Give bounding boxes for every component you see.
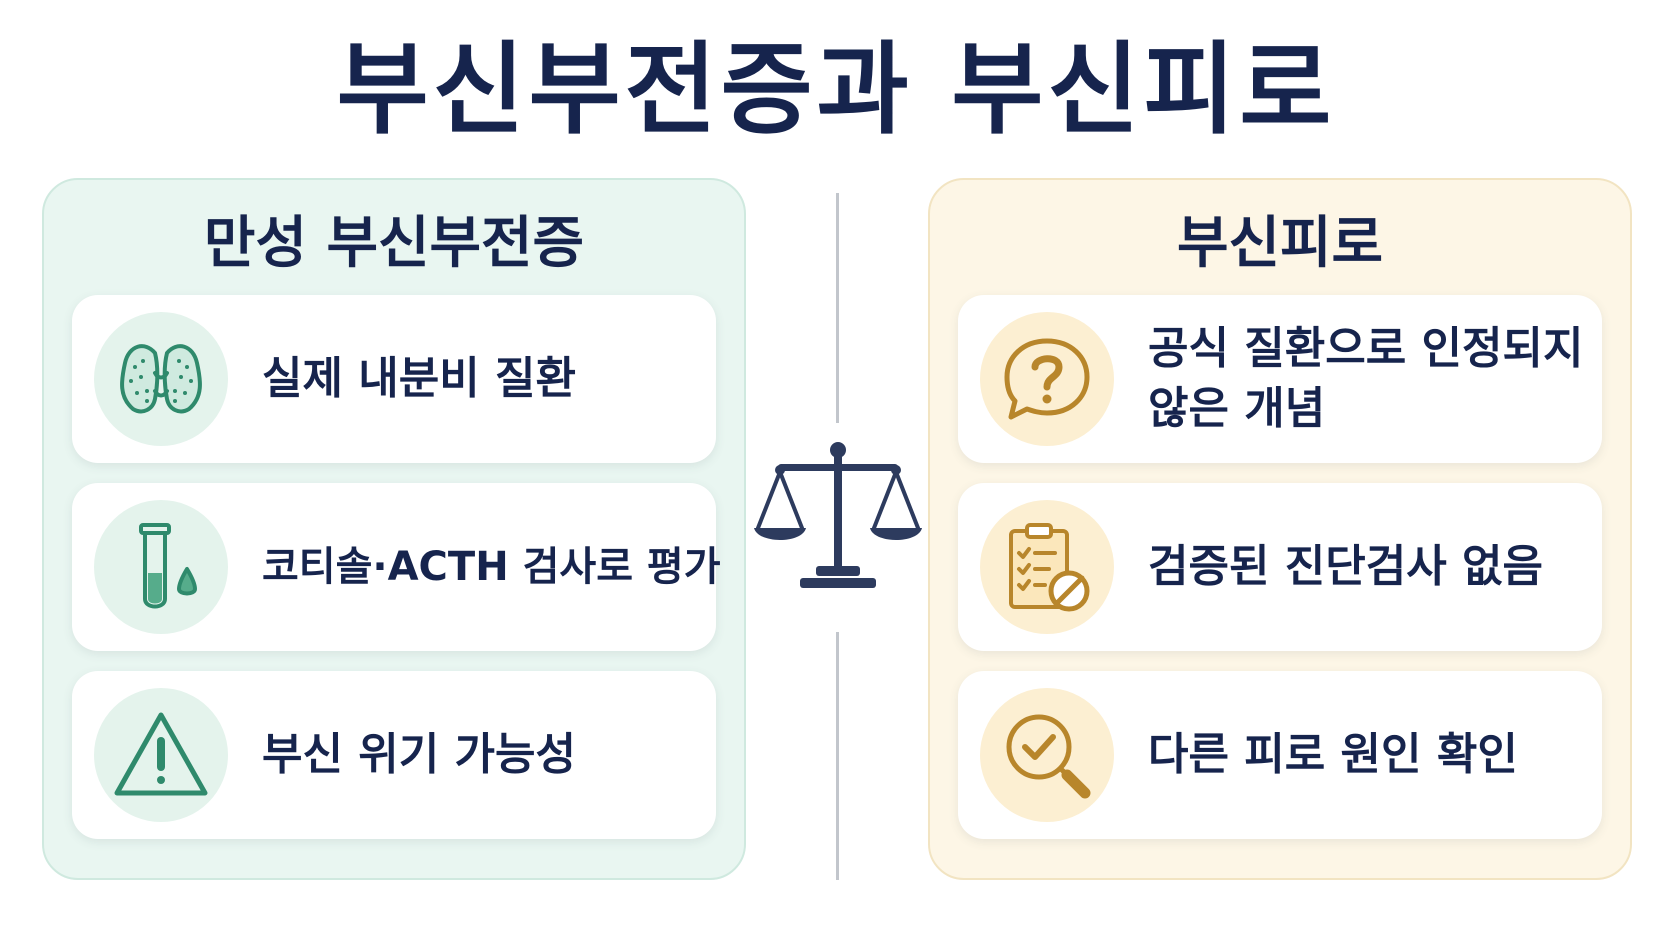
adrenal-fatigue-panel: 부신피로 공식 질환으로 인정되지 않은 개념 [928,178,1632,880]
right-panel-title: 부신피로 [1176,211,1384,276]
right-card-text: 검증된 진단검사 없음 [1148,541,1543,592]
page-title: 부신부전증과 부신피로 [336,31,1336,148]
warning-icon [94,688,228,822]
balance-scale-icon [752,440,924,610]
right-card-no-validated-test: 검증된 진단검사 없음 [958,483,1602,651]
left-card-adrenal-crisis: 부신 위기 가능성 [72,671,716,839]
left-card-text: 실제 내분비 질환 [262,353,576,404]
left-card-endocrine-disease: 실제 내분비 질환 [72,295,716,463]
magnifier-check-icon [980,688,1114,822]
right-card-check-other-causes: 다른 피로 원인 확인 [958,671,1602,839]
left-card-text: 코티솔·ACTH 검사로 평가 [262,544,721,590]
left-card-cortisol-acth-test: 코티솔·ACTH 검사로 평가 [72,483,721,651]
left-card-text: 부신 위기 가능성 [262,729,576,780]
center-divider-top [836,193,839,423]
adrenal-gland-icon [94,312,228,446]
question-bubble-icon [980,312,1114,446]
right-card-text: 공식 질환으로 인정되지 않은 개념 [1148,323,1584,434]
chronic-adrenal-insufficiency-panel: 만성 부신부전증 실제 내분비 질환 [42,178,746,880]
test-tube-icon [94,500,228,634]
clipboard-prohibited-icon [980,500,1114,634]
left-panel-title: 만성 부신부전증 [203,211,585,276]
right-card-unrecognized-concept: 공식 질환으로 인정되지 않은 개념 [958,295,1602,463]
right-card-text: 다른 피로 원인 확인 [1148,729,1518,780]
center-divider-bottom [836,632,839,880]
